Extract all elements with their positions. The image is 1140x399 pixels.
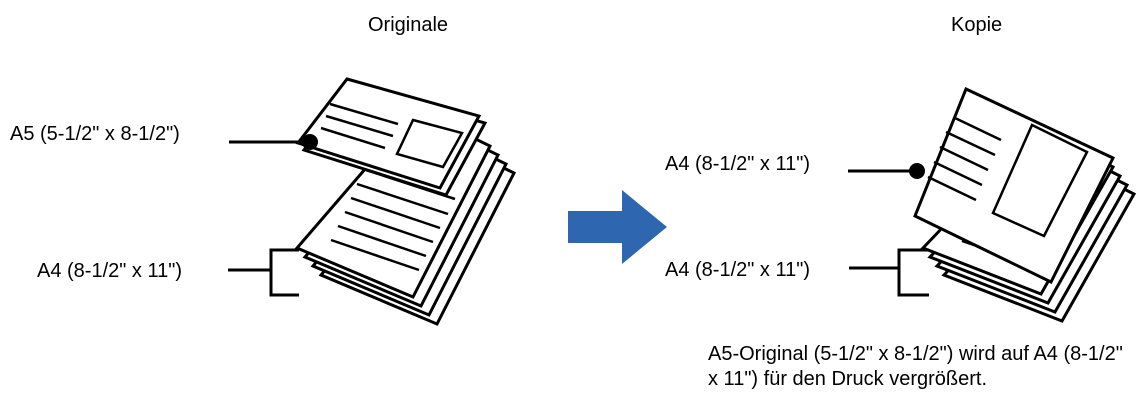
copy-enlarged-sheet: [913, 86, 1116, 284]
original-a5-connector: [229, 134, 318, 150]
copy-title: Kopie: [951, 14, 1003, 36]
copy-a4-bottom-label: A4 (8-1/2" x 11"): [665, 259, 810, 281]
original-a4-bracket: [228, 248, 299, 297]
original-title: Originale: [368, 14, 449, 36]
right-arrow-icon: [568, 190, 667, 264]
copy-picture-box: [991, 123, 1089, 238]
original-a5-sheet: [295, 77, 488, 197]
original-a4-label: A4 (8-1/2" x 11"): [37, 260, 182, 282]
copy-a4-top-label: A4 (8-1/2" x 11"): [665, 153, 810, 175]
copy-a4-top-connector: [848, 163, 925, 179]
original-a5-picture-box: [395, 118, 464, 169]
original-a5-label: A5 (5-1/2" x 8-1/2"): [10, 123, 180, 145]
copy-a4-bracket: [849, 248, 929, 297]
enlargement-caption: A5-Original (5-1/2" x 8-1/2") wird auf A…: [708, 343, 1123, 390]
